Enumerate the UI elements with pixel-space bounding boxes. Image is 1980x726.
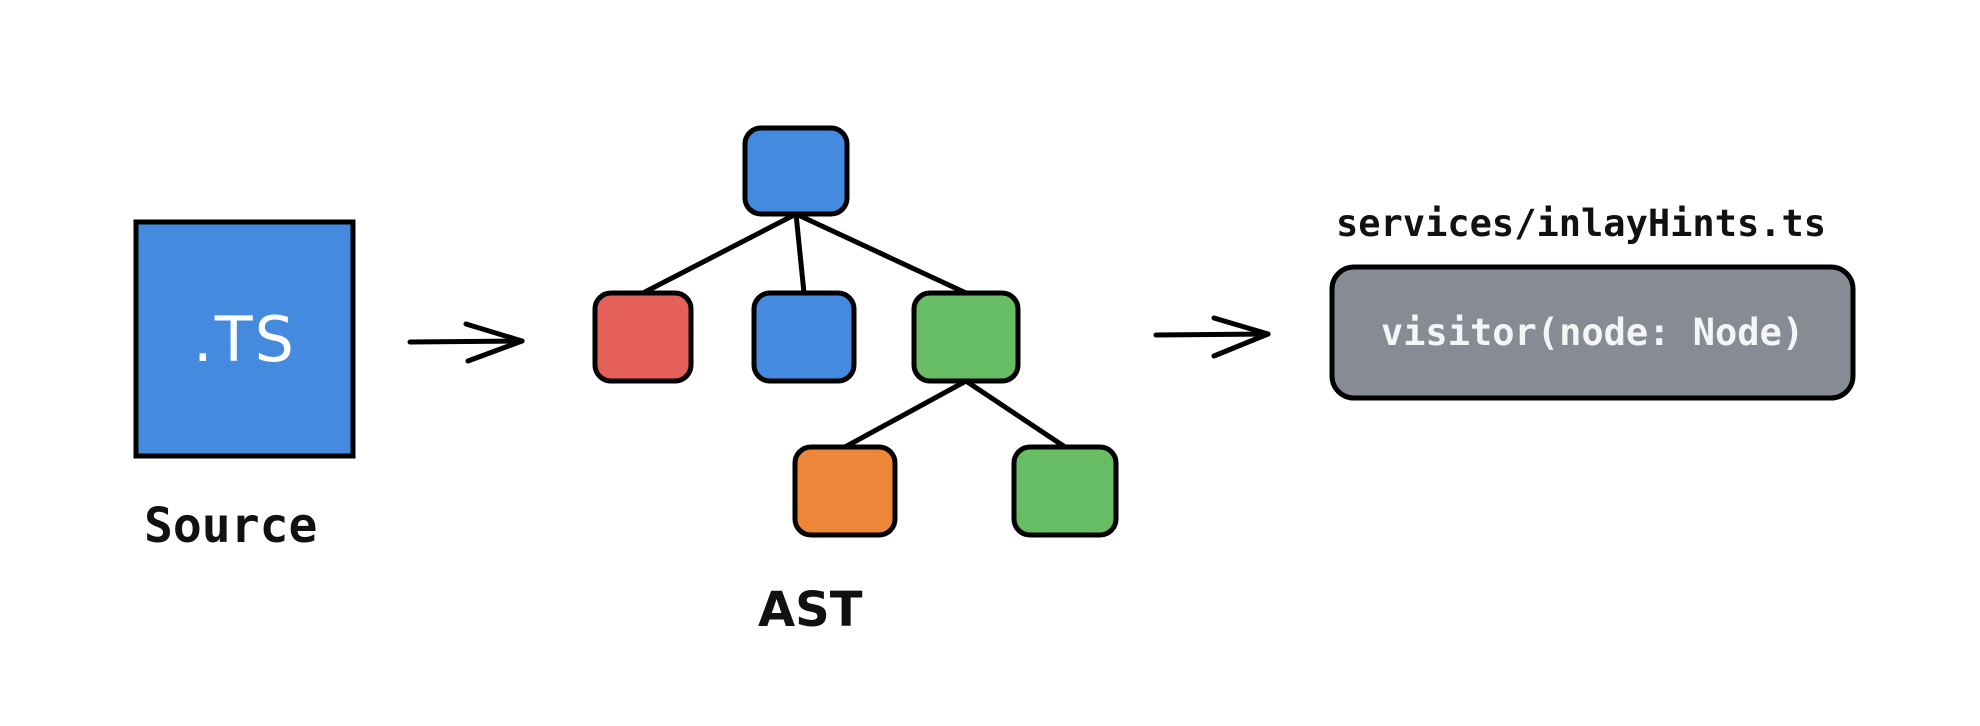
ast-edge-child-3-grandchild-2 [963,378,1068,450]
visitor-code: visitor(node: Node) [1380,311,1805,354]
ast-edges [640,211,1068,450]
ast-edge-root-child-3 [793,211,969,296]
ast-edge-root-child-2 [793,211,807,296]
visitor-file-label: services/inlayHints.ts [1336,202,1827,245]
arrow-ast-to-visitor [1153,315,1271,359]
ast-node-child-2 [751,290,857,384]
ast-label: AST [758,582,863,638]
visitor-box [1329,264,1856,401]
source-label: Source [144,498,318,554]
ast-nodes [592,125,1119,538]
arrow-source-to-ast [407,321,525,364]
ts-file-badge: .TS [193,302,296,376]
ast-node-child-1 [592,290,694,384]
ast-node-grandchild-1 [792,444,898,538]
ast-edge-child-3-grandchild-1 [842,378,969,450]
source-file-box [133,219,356,459]
ast-node-child-3 [911,290,1021,384]
ast-node-root [742,125,850,217]
ast-edge-root-child-1 [640,211,799,296]
ast-node-grandchild-2 [1011,444,1119,538]
